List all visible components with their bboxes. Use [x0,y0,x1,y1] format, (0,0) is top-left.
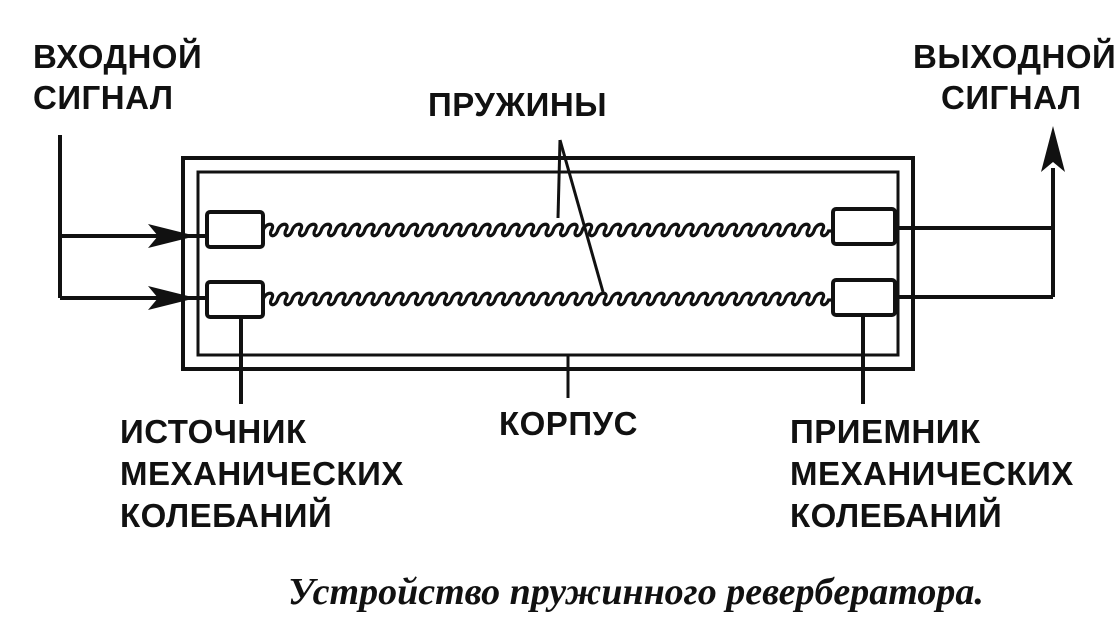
receiver-transducer-bottom [831,278,897,317]
output-wires [895,126,1065,299]
housing-outer-wall [181,156,915,371]
receiver-transducer-top [831,207,897,246]
housing-label: КОРПУС [499,405,638,442]
input-arrow-top [148,224,196,248]
spring-top [261,222,833,238]
output-arrow [1041,126,1065,172]
source-label-line1: ИСТОЧНИК [120,413,307,450]
springs [261,222,833,307]
source-transducer-bottom [205,280,265,319]
figure-caption: Устройство пружинного ревербератора. [288,571,984,613]
input-wires [58,135,208,310]
leader-lines [239,139,865,404]
receiver-label-line3: КОЛЕБАНИЙ [790,496,1002,534]
source-label-line3: КОЛЕБАНИЙ [120,496,332,534]
receiver-transducers [831,207,897,317]
receiver-label-line1: ПРИЕМНИК [790,413,981,450]
housing-inner-wall [196,170,900,357]
output-signal-label-line1: ВЫХОДНОЙ [913,37,1116,75]
springs-leader-bottom [558,139,605,293]
input-signal-label-line2: СИГНАЛ [33,79,173,116]
output-signal-label-line2: СИГНАЛ [941,79,1081,116]
receiver-label-line2: МЕХАНИЧЕСКИХ [790,455,1074,492]
input-arrow-bottom [148,286,196,310]
spring-bottom [261,291,833,307]
springs-leader-top [556,139,562,219]
input-signal-label-line1: ВХОДНОЙ [33,37,202,75]
source-transducers [205,210,265,319]
housing [181,156,915,371]
source-transducer-top [205,210,265,249]
springs-label: ПРУЖИНЫ [428,86,607,123]
source-label-line2: МЕХАНИЧЕСКИХ [120,455,404,492]
